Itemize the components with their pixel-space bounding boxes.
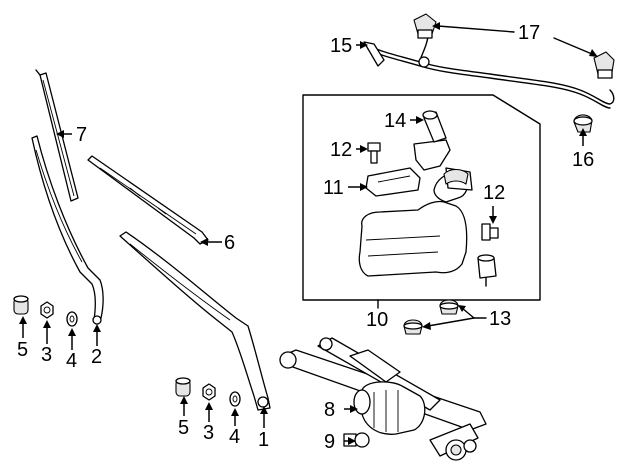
- reservoir-box-outline: [302, 94, 541, 309]
- callout-3-right: 3: [203, 422, 215, 444]
- callout-5-right: 5: [178, 417, 190, 439]
- callout-17: 17: [518, 22, 541, 44]
- callout-12-right: 12: [483, 182, 506, 204]
- hose-clip: [573, 114, 593, 133]
- callout-15: 15: [330, 35, 353, 57]
- callout-4-left: 4: [66, 350, 78, 372]
- callout-3-left: 3: [41, 344, 53, 366]
- bolt-right: [481, 223, 499, 241]
- washer-nozzle-right: [593, 51, 615, 79]
- callout-4-right: 4: [229, 426, 241, 448]
- hardware-group-left: [13, 295, 78, 327]
- reservoir-bracket: [365, 139, 451, 197]
- hardware-group-right: [175, 377, 241, 407]
- wiper-arm-left: [31, 135, 104, 325]
- washer-nozzle-left: [413, 13, 437, 39]
- callout-leaders: [19, 22, 598, 445]
- callout-16: 16: [572, 149, 595, 171]
- callout-12-top: 12: [330, 139, 353, 161]
- callout-1: 1: [258, 429, 270, 451]
- grommets: [403, 299, 459, 335]
- callout-10: 10: [366, 309, 389, 331]
- washer-pump: [477, 254, 497, 287]
- wiper-blade-left: [35, 69, 79, 202]
- wiper-arm-right: [119, 231, 271, 411]
- callout-14: 14: [384, 110, 407, 132]
- callout-5-left: 5: [17, 339, 29, 361]
- filler-neck: [422, 110, 447, 143]
- wiper-linkage-and-motor: [279, 337, 487, 461]
- wiper-blade-right: [87, 155, 209, 245]
- callout-2: 2: [91, 346, 103, 368]
- callout-6: 6: [224, 232, 236, 254]
- callout-7: 7: [76, 124, 88, 146]
- callout-11: 11: [323, 177, 344, 199]
- washer-reservoir: [358, 167, 473, 277]
- bolt-top: [367, 142, 381, 164]
- washer-hose: [363, 33, 615, 109]
- callout-9: 9: [324, 431, 336, 453]
- callout-8: 8: [324, 399, 336, 421]
- callout-13: 13: [489, 308, 512, 330]
